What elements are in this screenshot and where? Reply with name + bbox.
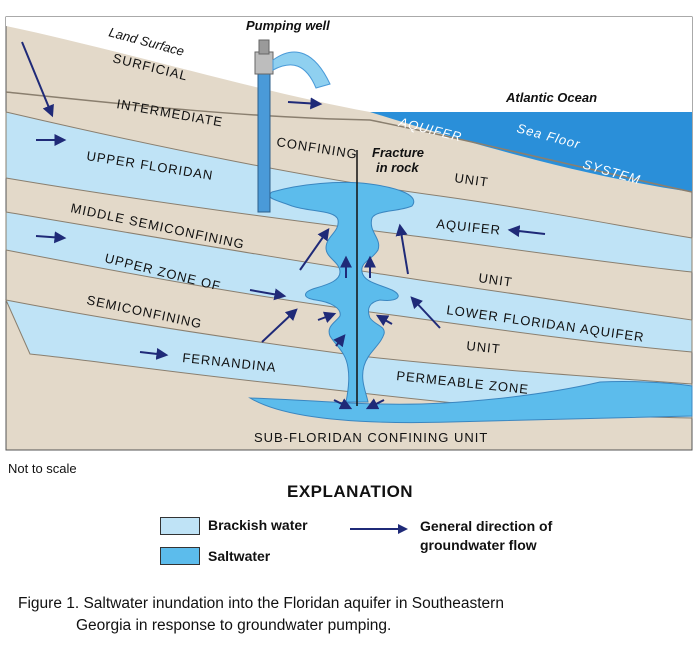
legend-flow-line2: groundwater flow	[420, 537, 537, 553]
label-aquifer-mid: AQUIFER	[436, 216, 502, 238]
flow-arrow-fernandina	[139, 347, 169, 360]
flow-arrow-lower-right	[410, 296, 441, 329]
saltwater-plume	[269, 181, 415, 403]
label-fracture: Fracture	[372, 145, 424, 160]
caption-line-2: Georgia in response to groundwater pumpi…	[76, 617, 392, 634]
flow-arrow-inner-c	[333, 334, 346, 348]
flow-arrow-rise-left	[299, 228, 330, 271]
brackish-water-swatch	[160, 517, 200, 535]
label-unit-3: UNIT	[466, 338, 502, 357]
sky-area	[6, 17, 692, 112]
explanation-title: EXPLANATION	[287, 482, 414, 501]
not-to-scale-note: Not to scale	[8, 461, 77, 476]
label-pumping-well: Pumping well	[246, 18, 330, 33]
atlantic-ocean	[370, 112, 692, 192]
label-in-rock: in rock	[376, 160, 419, 175]
flow-arrow-base-left	[333, 398, 353, 410]
well-pump-cap	[258, 39, 270, 55]
flow-arrow-rise-right	[395, 223, 409, 275]
well-discharge-water	[272, 51, 331, 89]
flow-arrow-fernandina-rise	[261, 308, 298, 343]
surficial-boundary	[5, 91, 693, 193]
well-casing	[257, 73, 271, 213]
caption-line-1: Figure 1. Saltwater inundation into the …	[18, 595, 504, 612]
legend-brackish-water: Brackish water	[208, 517, 308, 533]
aquifer-cross-section-diagram: Pumping well Land Surface SURFICIAL Atla…	[5, 16, 693, 451]
flow-arrow-base-right	[365, 398, 385, 410]
label-atlantic-ocean: Atlantic Ocean	[505, 90, 597, 105]
flow-arrow-upper-zone-center	[249, 288, 287, 301]
label-sub-floridan: SUB-FLORIDAN CONFINING UNIT	[254, 430, 488, 445]
flow-arrow-upper-zone	[35, 231, 67, 244]
legend-saltwater: Saltwater	[208, 548, 271, 564]
flow-arrow-inner-b	[375, 314, 393, 326]
label-unit-2: UNIT	[478, 270, 514, 290]
label-unit-1: UNIT	[454, 170, 490, 190]
flow-arrow-inner-a	[317, 311, 337, 323]
flow-arrows	[21, 41, 546, 410]
legend-flow-line1: General direction of	[420, 518, 553, 534]
flow-arrow-aquifer-left	[507, 225, 546, 238]
well-pump-body	[254, 51, 274, 75]
flow-direction-legend-arrow	[350, 524, 408, 534]
saltwater-permeable-zone	[248, 380, 693, 424]
saltwater-swatch	[160, 547, 200, 565]
figure-caption: Figure 1. Saltwater inundation into the …	[18, 593, 678, 637]
flow-arrow-surficial-right	[287, 97, 323, 110]
flow-arrow-surficial-down	[21, 41, 54, 118]
